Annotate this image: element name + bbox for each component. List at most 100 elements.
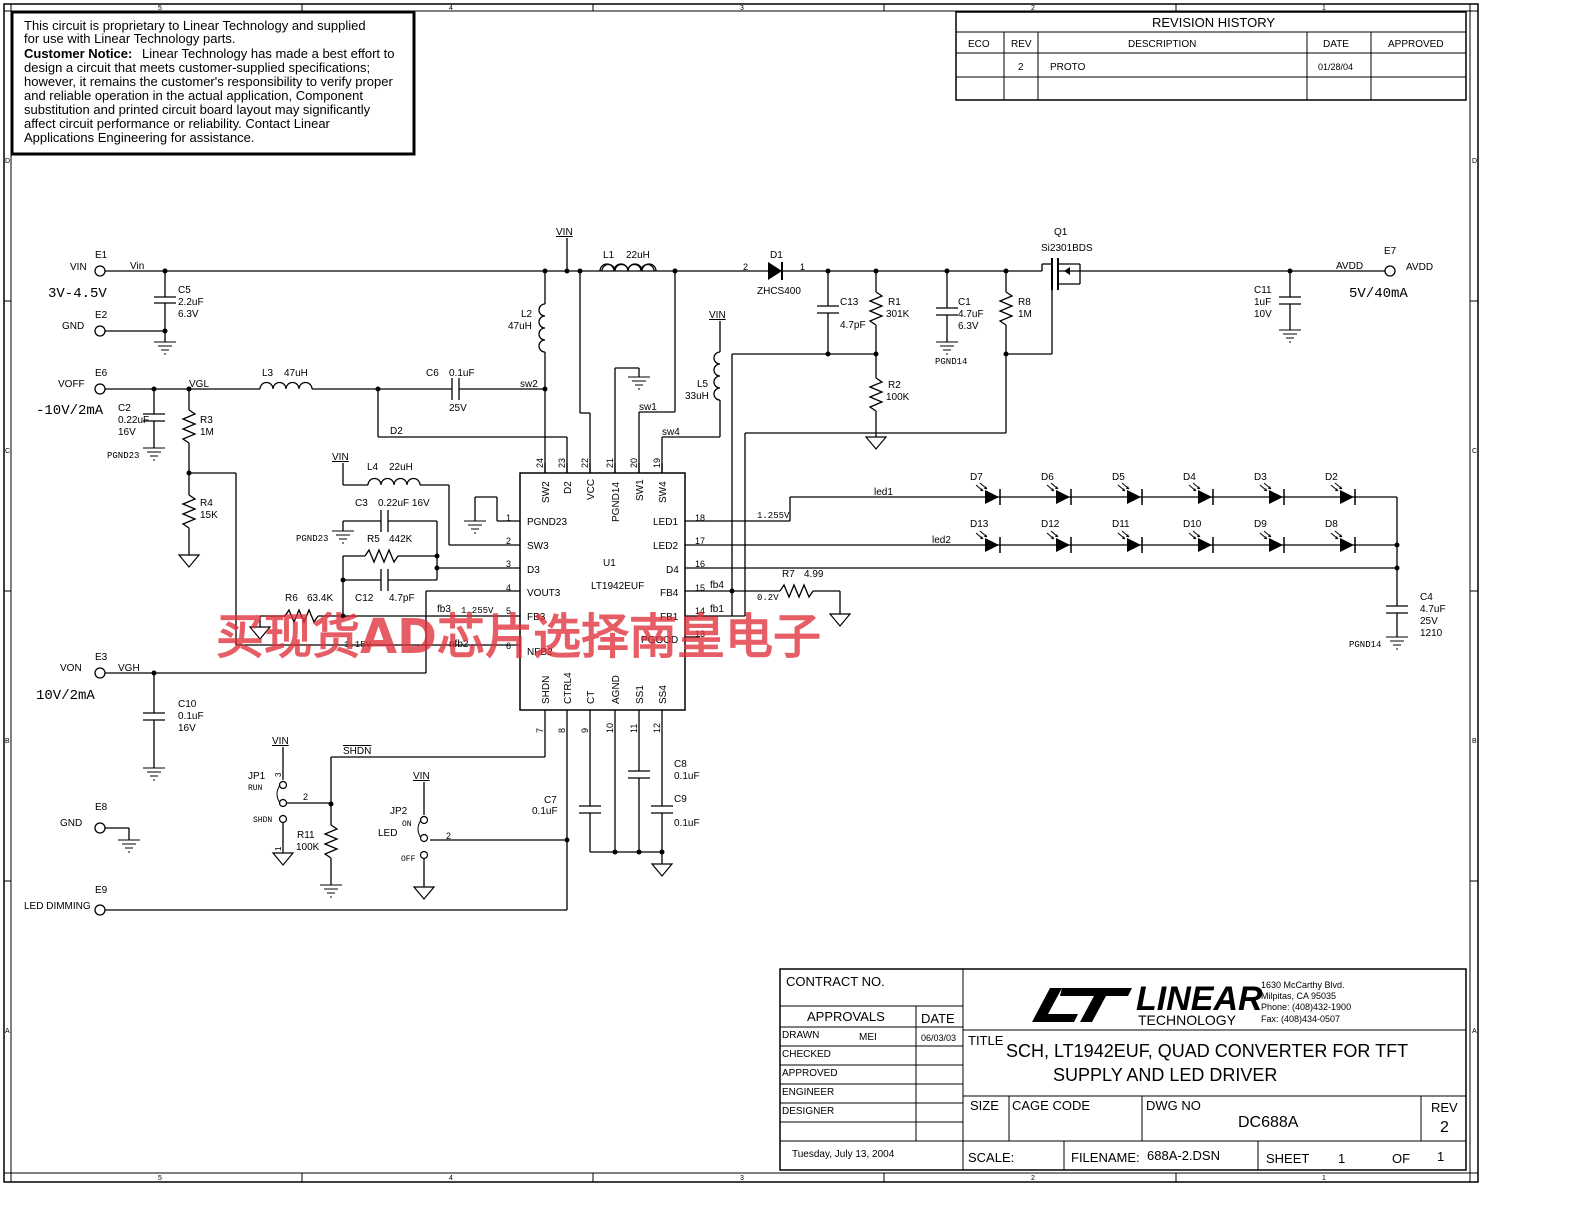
terminal-e6 [94, 383, 106, 395]
led2-net-label: led2 [932, 535, 951, 546]
jp1-ref: JP1 [248, 771, 266, 782]
led-dimming-section: E9 LED DIMMING [24, 885, 567, 916]
drawn-by: MEI [859, 1032, 877, 1043]
u1-pin-ctrl4: CTRL4 [563, 672, 574, 704]
led-d5-ref: D5 [1112, 472, 1125, 483]
agnd-symbol-jp2 [413, 886, 435, 900]
nfb2-voltage: 1.15V [344, 640, 372, 650]
u1-pin-fb3: FB3 [527, 612, 546, 623]
c13-value: 4.7pF [840, 320, 866, 331]
address-line-2: Milpitas, CA 95035 [1261, 991, 1336, 1001]
disclaimer-line-9: Applications Engineering for assistance. [24, 130, 255, 145]
rev-row-rev: 2 [1018, 62, 1024, 73]
disclaimer-line-1: This circuit is proprietary to Linear Te… [24, 18, 366, 33]
u1-pin-ct: CT [586, 691, 597, 704]
led-d7-ref: D7 [970, 472, 983, 483]
c3-ref: C3 [355, 498, 368, 509]
engineer-label: ENGINEER [782, 1087, 834, 1098]
q1-part: Si2301BDS [1041, 243, 1093, 254]
avdd-output-section: C11 1uF 10V AVDD E7 AVDD 5V/40mA [1254, 246, 1433, 343]
c4-voltage: 25V [1420, 616, 1438, 627]
watermark-overlay: 买现货AD芯片选择南皇电子 [216, 609, 821, 665]
rev-number: 2 [1440, 1119, 1449, 1136]
approvals-date-header: DATE [921, 1011, 955, 1026]
border-num-4: 4 [449, 5, 453, 12]
disclaimer-line-2: for use with Linear Technology parts. [24, 31, 236, 46]
led-d3-ref: D3 [1254, 472, 1267, 483]
diode-d1: D1 ZHCS400 2 1 [743, 250, 1042, 297]
r6-ref: R6 [285, 593, 298, 604]
rev-row-description: PROTO [1050, 62, 1086, 73]
agnd-symbol-jp1 [272, 852, 294, 866]
r7-ref: R7 [782, 569, 795, 580]
led-d6-ref: D6 [1041, 472, 1054, 483]
r5-value: 442K [389, 534, 413, 545]
u1-pin-agnd: AGND [611, 675, 622, 704]
u1-pin17-num: 17 [695, 536, 705, 546]
address-fax: Fax: (408)434-0507 [1261, 1014, 1340, 1024]
c9-value: 0.1uF [674, 818, 700, 829]
sheet-frame: 5 4 3 2 1 5 4 3 2 1 D C B A D C B A [3, 3, 1479, 1183]
sw1-net-label: sw1 [639, 402, 657, 413]
q1-ref: Q1 [1054, 227, 1068, 238]
led-d10-ref: D10 [1183, 519, 1202, 530]
d1-ref: D1 [770, 250, 783, 261]
e2-name: GND [62, 321, 84, 332]
led-d10 [1188, 530, 1214, 554]
u1-pin-pgnd23: PGND23 [527, 517, 567, 528]
ground-symbol-c11 [1278, 329, 1302, 343]
r2-value: 100K [886, 392, 910, 403]
ground-symbol [153, 341, 177, 355]
svg-text:2: 2 [303, 792, 308, 802]
u1-pin-ss4: SS4 [658, 685, 669, 704]
led-d2-ref: D2 [1325, 472, 1338, 483]
jp2-off-label: OFF [401, 855, 416, 864]
rev-header-approved: APPROVED [1388, 39, 1444, 50]
terminal-e9 [94, 904, 106, 916]
size-label: SIZE [970, 1098, 999, 1113]
pgnd14-ground-c4 [1385, 636, 1409, 650]
c6-value: 0.1uF [449, 368, 475, 379]
led-d3 [1259, 482, 1285, 506]
border-letter-b-r: B [1472, 738, 1477, 745]
c2-value: 0.22uF [118, 415, 149, 426]
pgnd14-label-c4: PGND14 [1349, 640, 1381, 650]
cage-code-label: CAGE CODE [1012, 1098, 1090, 1113]
u1-pin-pgood: PGOOD [641, 635, 678, 646]
avdd-net-label: AVDD [1336, 261, 1363, 272]
c7-ref: C7 [544, 795, 557, 806]
svg-text:3: 3 [274, 772, 283, 777]
u1-part: LT1942EUF [591, 581, 644, 592]
von-section: E3 VON VGH 10V/2mA C10 0.1uF 16V [36, 652, 426, 781]
led-d6 [1046, 482, 1072, 506]
dwg-number: DC688A [1238, 1114, 1299, 1131]
c11-value: 1uF [1254, 297, 1271, 308]
agnd-symbol-r2 [865, 436, 887, 450]
title-block: CONTRACT NO. APPROVALS DATE DRAWN MEI 06… [779, 968, 1467, 1171]
e6-name: VOFF [58, 379, 85, 390]
filename-value: 688A-2.DSN [1147, 1148, 1220, 1163]
led1-voltage: 1.255V [757, 511, 790, 521]
u1-pin-fb1: FB1 [660, 612, 679, 623]
c3-value: 0.22uF 16V [378, 498, 430, 509]
top-pin-feeds: sw1 VIN L5 33uH sw4 [579, 271, 726, 473]
r2-ref: R2 [888, 380, 901, 391]
u1-pin20-num: 20 [629, 458, 639, 468]
vgl-net-label: VGL [189, 379, 209, 390]
u1-pin-vcc: VCC [586, 479, 597, 500]
designer-label: DESIGNER [782, 1106, 834, 1117]
u1-pin-led1: LED1 [653, 517, 678, 528]
pgnd23-ground-pin1 [463, 520, 487, 534]
u1-pin19-num: 19 [652, 458, 662, 468]
e9-label: E9 [95, 885, 108, 896]
fb3-net-label: fb3 [437, 604, 451, 615]
r1-value: 301K [886, 309, 910, 320]
nfb2-net-label: nfb2 [449, 639, 469, 650]
led-d12-ref: D12 [1041, 519, 1060, 530]
border-num-1: 1 [1322, 5, 1326, 12]
vin-range-note: 3V-4.5V [48, 286, 107, 302]
jp1-shdn-label: SHDN [253, 816, 272, 825]
r8-value: 1M [1018, 309, 1032, 320]
l1-value: 22uH [626, 250, 650, 261]
